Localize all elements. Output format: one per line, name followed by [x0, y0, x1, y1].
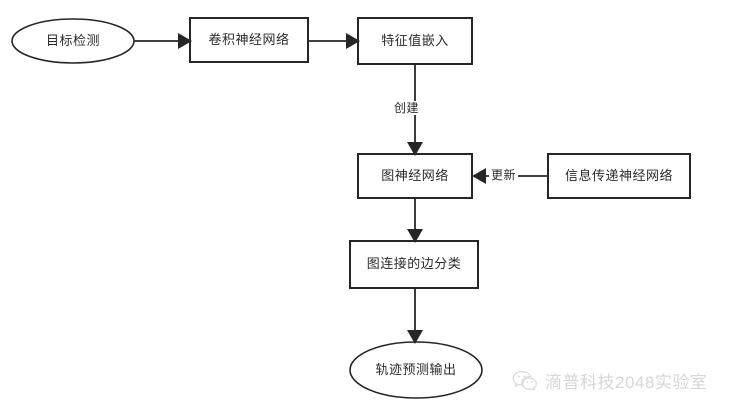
node-shape-message-passing-network[interactable]: [547, 153, 691, 199]
node-shape-feature-embedding[interactable]: [357, 17, 473, 65]
node-label-feature-embedding: 特征值嵌入: [381, 32, 449, 48]
node-shape-graph-neural-network[interactable]: [357, 153, 473, 199]
node-label-message-passing-network: 信息传递神经网络: [564, 167, 673, 183]
node-shape-convolutional-neural-network[interactable]: [189, 17, 309, 63]
node-label-graph-edge-classification: 图连接的边分类: [366, 256, 462, 272]
edge-gnn-to-edge-classification: [407, 198, 423, 243]
node-label-convolutional-neural-network: 卷积神经网络: [208, 31, 290, 47]
node-label-object-detection: 目标检测: [45, 32, 100, 48]
edge-cnn-to-feature-embedding: [308, 33, 360, 49]
node-label-graph-neural-network: 图神经网络: [381, 167, 449, 183]
edge-edge-classification-to-output: [407, 288, 423, 344]
edge-label-update: 更新: [489, 168, 519, 182]
watermark: 滴普科技2048实验室: [512, 368, 707, 393]
edge-label-create: 创建: [392, 101, 422, 115]
edge-object-detection-to-cnn: [134, 33, 192, 49]
watermark-text: 滴普科技2048实验室: [545, 373, 708, 392]
wechat-logo-icon: [512, 370, 537, 391]
node-label-trajectory-prediction-output: 轨迹预测输出: [375, 361, 457, 377]
